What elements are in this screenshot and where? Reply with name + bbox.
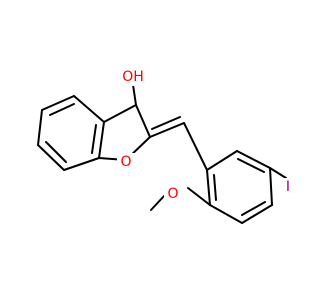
bond — [49, 103, 75, 116]
bond — [135, 104, 151, 138]
bond — [213, 174, 217, 201]
bond — [98, 121, 105, 159]
bond — [206, 150, 238, 171]
bond — [37, 109, 43, 146]
bond — [187, 187, 211, 206]
iodine-label: I — [286, 179, 290, 195]
bond — [149, 122, 185, 138]
bond — [237, 158, 265, 173]
bond — [103, 104, 137, 123]
fused-benzene-ring — [37, 95, 105, 171]
bond — [206, 169, 211, 206]
molecule-structure: OH O O I — [37, 69, 291, 224]
furan-ring — [98, 77, 151, 161]
methoxy-oxygen-label: O — [167, 186, 178, 202]
bond — [269, 167, 273, 206]
ring-oxygen-label: O — [120, 154, 131, 170]
bond — [183, 122, 208, 171]
bond — [63, 157, 100, 171]
bond — [236, 150, 271, 169]
bond — [150, 195, 165, 211]
bond — [41, 95, 75, 111]
structure-canvas: OH O O I — [37, 69, 291, 224]
bond — [91, 124, 97, 154]
bond — [209, 204, 243, 224]
bond — [241, 201, 266, 216]
bond — [73, 95, 105, 123]
aryl-ring — [206, 150, 273, 224]
bond — [37, 144, 65, 171]
bond — [45, 141, 67, 163]
bond — [151, 116, 181, 130]
bond — [241, 204, 273, 224]
exocyclic-double-bond — [149, 116, 185, 138]
bond — [269, 167, 287, 179]
hydroxyl-label: OH — [122, 69, 144, 85]
